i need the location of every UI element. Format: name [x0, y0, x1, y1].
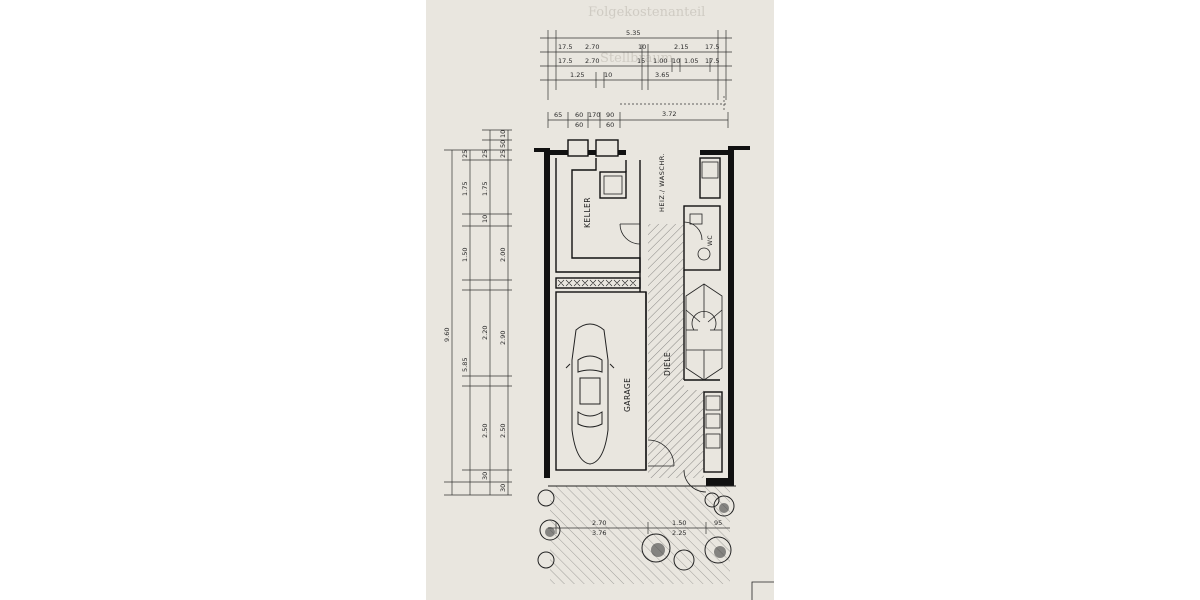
dim-r4-b: 60	[575, 111, 583, 119]
dim-c2-d: 2.00	[499, 248, 507, 262]
appliances	[603, 161, 721, 449]
dim-r2-b: 2.70	[585, 57, 599, 65]
dim-c3-c: 25	[499, 150, 507, 158]
dim-r3-b: 10	[604, 71, 612, 79]
top-dimensions	[540, 30, 732, 128]
dim-r4-e: 3.72	[662, 110, 676, 118]
left-dimensions	[444, 129, 512, 496]
dim-r4b-a: 60	[575, 121, 583, 129]
dim-total-depth: 9.60	[443, 328, 451, 342]
bottom-dimensions	[548, 522, 730, 534]
dim-c1-e: 2.50	[481, 424, 489, 438]
forecourt-hatching	[550, 486, 730, 584]
dim-r3-c: 3.65	[655, 71, 669, 79]
dim-bottom-e: 3.76	[592, 529, 606, 537]
dim-r2-e: 10	[672, 57, 680, 65]
dim-r4-c: 170	[588, 111, 600, 119]
room-label-keller: KELLER	[583, 197, 592, 228]
dim-r4b-b: 60	[606, 121, 614, 129]
room-label-diele: DIELE	[663, 352, 672, 376]
dim-r1-b: 2.70	[585, 43, 599, 51]
dim-r4-d: 90	[606, 111, 614, 119]
left-dimension-labels: 9.60 5.85 25 1.75 1.50 25 1.75 10 2.20 2…	[443, 130, 507, 492]
dim-r1-e: 17.5	[705, 43, 719, 51]
dim-c1-c: 1.50	[461, 248, 469, 262]
dim-c2-f: 2.50	[499, 424, 507, 438]
dim-r2-c: 15	[637, 57, 645, 65]
walls	[534, 146, 750, 486]
dim-c1-a: 25	[461, 150, 469, 158]
room-label-garage: GARAGE	[623, 378, 632, 412]
sheet-corner-mark	[751, 581, 774, 600]
car-icon	[565, 323, 615, 465]
dim-c2-e: 2.90	[499, 331, 507, 345]
dim-bottom-d: 2.25	[672, 529, 686, 537]
storage-shelf	[557, 279, 637, 287]
dim-bottom-b: 1.50	[672, 519, 686, 527]
dim-r2-g: 17.5	[705, 57, 719, 65]
room-label-heiz: HEIZ./ WASCHR.	[658, 153, 666, 212]
dim-c3-a: 10	[499, 130, 507, 138]
shrubs	[537, 489, 735, 571]
ghost-text-top: Folgekostenanteil	[588, 5, 705, 20]
room-label-wc: WC	[707, 235, 714, 246]
dim-bottom-a: 2.70	[592, 519, 606, 527]
dim-c2-c: 10	[481, 215, 489, 223]
wc-fixtures	[689, 213, 711, 261]
dim-c3-b: 50	[499, 140, 507, 148]
dim-r1-c: 10	[638, 43, 646, 51]
bottom-dimension-labels: 2.70 3.76 1.50 2.25 95	[592, 519, 722, 537]
ghost-text-mid: Stellbraum	[600, 51, 673, 66]
dim-c2-a: 25	[481, 150, 489, 158]
dim-r2-f: 1.05	[684, 57, 698, 65]
dim-bottom-c: 95	[714, 519, 722, 527]
dim-r1-a: 17.5	[558, 43, 572, 51]
dim-c1-f: 30	[481, 472, 489, 480]
dim-r2-d: 1.00	[653, 57, 667, 65]
dim-c1-d: 2.20	[481, 326, 489, 340]
doors	[619, 221, 707, 493]
dim-r2-a: 17.5	[558, 57, 572, 65]
diele-hatched-floor	[648, 224, 704, 478]
dim-r4-a: 65	[554, 111, 562, 119]
spiral-staircase	[685, 283, 723, 381]
dim-r1-d: 2.15	[674, 43, 688, 51]
top-dimension-labels: 5.35 17.5 2.70 10 2.15 17.5 17.5 2.70 15…	[554, 29, 719, 129]
shrub-shading	[545, 503, 729, 558]
dim-r3-a: 1.25	[570, 71, 584, 79]
dim-c2-g: 30	[499, 484, 507, 492]
dim-depth-b: 5.85	[461, 358, 469, 372]
dim-total-width: 5.35	[626, 29, 640, 37]
dim-c1-b: 1.75	[461, 182, 469, 196]
dim-c2-b: 1.75	[481, 182, 489, 196]
